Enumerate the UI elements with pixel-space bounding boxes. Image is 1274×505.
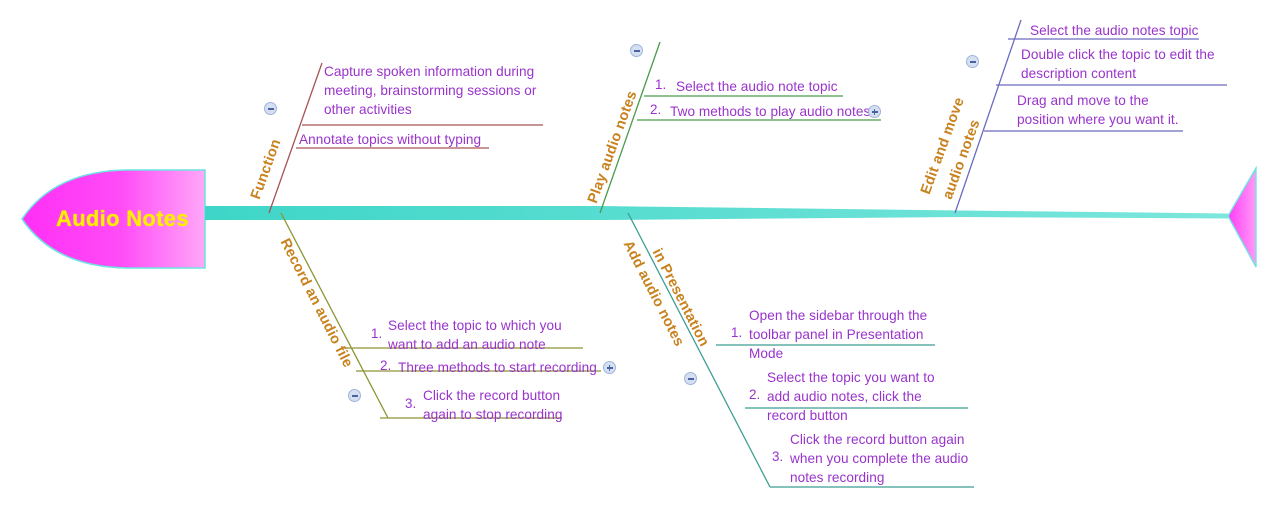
branch-item-text[interactable]: Three methods to start recording [398,360,597,375]
expand-toggle-two-methods-to-play-audio-notes-icon[interactable] [868,105,881,118]
collapse-toggle-function-icon[interactable] [264,102,277,115]
root-topic-label[interactable]: Audio Notes [56,206,189,231]
branch-label-function[interactable]: Function [248,136,285,202]
branch-item-text[interactable]: Click the record button again to stop re… [423,388,563,422]
branch-item-number: 3. [405,396,417,411]
collapse-toggle-edit-and-move-audio-notes-icon[interactable] [966,55,979,68]
branch-item-number: 2. [749,387,761,402]
spine [205,206,1228,220]
branch-item-text[interactable]: Two methods to play audio notes [670,104,871,119]
branch-item-number: 3. [772,449,784,464]
branch-item-text[interactable]: Click the record button again when you c… [790,432,969,485]
expand-toggle-three-methods-to-start-recording-icon[interactable] [603,361,616,374]
branch-item-text[interactable]: Open the sidebar through the toolbar pan… [749,308,928,361]
branch-item-text[interactable]: Select the audio notes topic [1030,23,1199,38]
branch-item-number: 1. [731,325,743,340]
collapse-toggle-record-an-audio-file-icon[interactable] [348,389,361,402]
branch-label-play-audio-notes[interactable]: Play audio notes [585,88,641,206]
collapse-toggle-play-audio-notes-icon[interactable] [630,44,643,57]
branch-item-number: 2. [650,102,662,117]
collapse-toggle-add-audio-notes-in-presentation-icon[interactable] [684,372,697,385]
branch-item-text[interactable]: Double click the topic to edit the descr… [1021,47,1215,81]
branch-item-number: 1. [655,77,667,92]
branch-item-text[interactable]: Annotate topics without typing [299,132,482,147]
branch-item-text[interactable]: Select the topic to which you want to ad… [388,318,562,352]
branch-item-number: 2. [380,358,392,373]
branch-item-text[interactable]: Select the audio note topic [676,79,838,94]
branch-item-text[interactable]: Select the topic you want to add audio n… [767,370,935,423]
branch-item-text[interactable]: Drag and move to the position where you … [1017,93,1179,127]
branch-line-play-audio-notes [599,41,881,214]
branch-item-text[interactable]: Capture spoken information during meetin… [324,64,537,117]
branch-item-number: 1. [371,326,383,341]
branch-label-record-an-audio-file[interactable]: Record an audio file [276,236,356,371]
tail-arrow-shape [1227,165,1257,268]
